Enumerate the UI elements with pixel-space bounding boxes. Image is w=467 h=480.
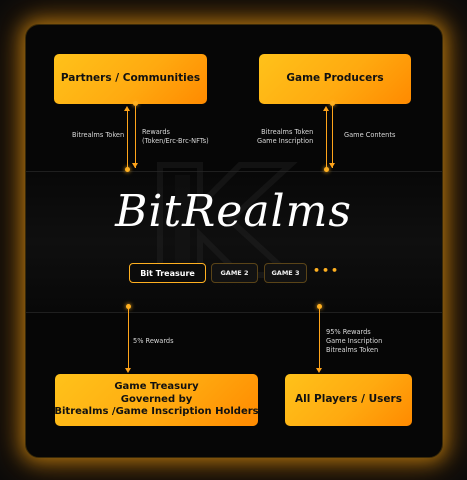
arrow-down-icon [132,163,138,168]
connector-line [319,309,320,369]
bitrealms-title: BitRealms [115,186,352,237]
game-pill-game-2[interactable]: GAME 2 [211,263,258,283]
game-contents-label: Game Contents [344,131,396,139]
connector-dot [126,304,131,309]
connector-dot [330,101,335,106]
players-users-box: All Players / Users [285,374,412,426]
connector-line [127,110,128,168]
connector-line [128,309,129,369]
connector-dot [324,167,329,172]
producers-label: Game Producers [286,72,384,85]
five-pct-rewards-label: 5% Rewards [133,337,174,345]
partners-label: Partners / Communities [60,72,201,85]
arrow-down-icon [329,163,335,168]
connector-line [332,106,333,168]
game-producers-box: Game Producers [259,54,411,104]
more-games-icon[interactable]: ••• [313,264,341,277]
connector-dot [133,101,138,106]
connector-dot [317,304,322,309]
connector-line [326,110,327,168]
game-treasury-box: Game Treasury Governed by Bitrealms /Gam… [54,374,259,426]
connector-dot [125,167,130,172]
partners-communities-box: Partners / Communities [54,54,207,104]
game-pill-label: GAME 2 [220,269,249,277]
center-band [26,171,442,313]
bitrealms-token-label: Bitrealms Token [72,131,125,139]
ninety-five-pct-label: 95% Rewards Game Inscription Bitrealms T… [326,328,383,354]
treasury-label: Game Treasury Governed by Bitrealms /Gam… [54,381,259,418]
connector-line [135,106,136,168]
players-label: All Players / Users [295,393,402,406]
game-pill-bit-treasure[interactable]: Bit Treasure [129,263,206,283]
arrow-up-icon [124,106,130,111]
token-inscription-label: Bitrealms Token Game Inscription [257,128,314,145]
arrow-down-icon [316,368,322,373]
game-pill-game-3[interactable]: GAME 3 [264,263,307,283]
game-pill-label: GAME 3 [271,269,300,277]
arrow-up-icon [323,106,329,111]
arrow-down-icon [125,368,131,373]
game-pill-label: Bit Treasure [140,268,195,278]
rewards-label: Rewards (Token/Erc-Brc-NFTs) [142,128,209,145]
